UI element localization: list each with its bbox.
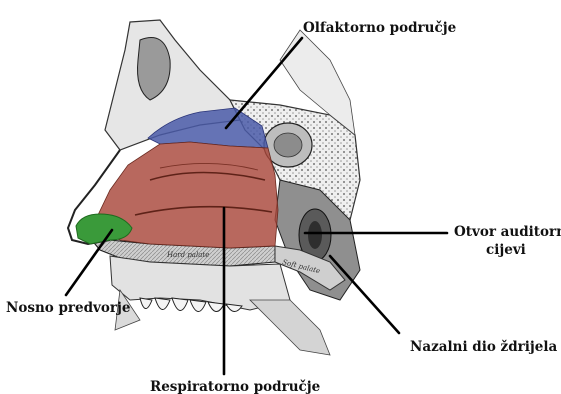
auditory-label-line1: Otvor auditorne [454, 224, 561, 240]
hard-palate-text: Hard palate [166, 251, 209, 259]
pharynx-label: Nazalni dio ždrijela [410, 339, 557, 355]
olfactory-label: Olfaktorno područje [303, 20, 456, 36]
respiratory-label: Respiratorno područje [150, 379, 320, 394]
auditory-label-line2: cijevi [486, 242, 526, 258]
vestibule-label: Nosno predvorje [6, 300, 130, 316]
